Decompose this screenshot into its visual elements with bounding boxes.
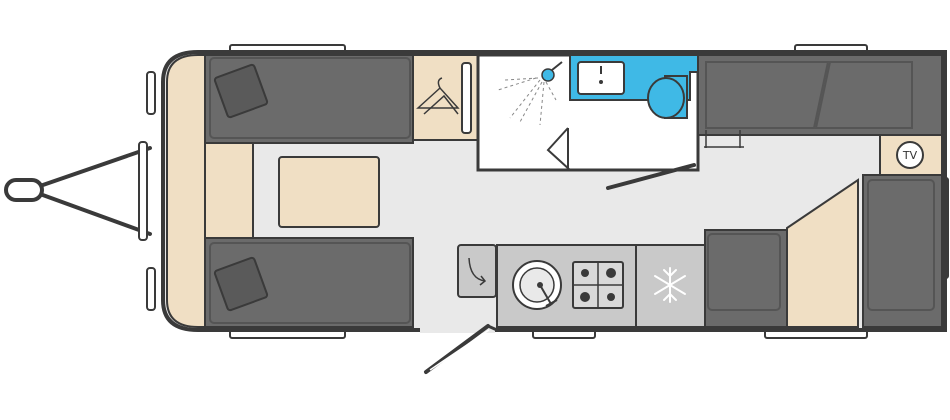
front-seat-top bbox=[204, 54, 414, 144]
front-seat-bottom bbox=[204, 237, 414, 328]
tow-hitch bbox=[4, 146, 152, 236]
entrance-door bbox=[420, 324, 498, 374]
rear-sofa-top bbox=[697, 54, 943, 148]
front-seat-middle bbox=[204, 142, 254, 239]
cushion-icon bbox=[213, 63, 269, 119]
tv-unit: TV bbox=[879, 134, 943, 176]
front-chest bbox=[166, 54, 206, 328]
washroom bbox=[476, 53, 700, 172]
armchair bbox=[704, 229, 788, 328]
wardrobe bbox=[412, 54, 479, 141]
fridge bbox=[635, 244, 706, 328]
kitchen-counter bbox=[496, 244, 637, 328]
snowflake-icon bbox=[654, 267, 686, 303]
hanger-icon bbox=[416, 77, 460, 115]
table bbox=[278, 156, 380, 228]
tv-label: TV bbox=[902, 149, 918, 162]
tap-icon bbox=[539, 284, 558, 307]
cushion-icon bbox=[213, 256, 269, 312]
nose-handles bbox=[138, 71, 156, 311]
sink-icon bbox=[577, 61, 625, 95]
washroom-door bbox=[606, 163, 696, 190]
toilet-icon bbox=[647, 75, 688, 119]
tv-icon bbox=[896, 141, 924, 169]
shower-icon bbox=[497, 61, 563, 126]
sink-icon bbox=[512, 260, 562, 310]
bin-cabinet bbox=[457, 244, 497, 298]
hob-icon bbox=[572, 261, 624, 309]
